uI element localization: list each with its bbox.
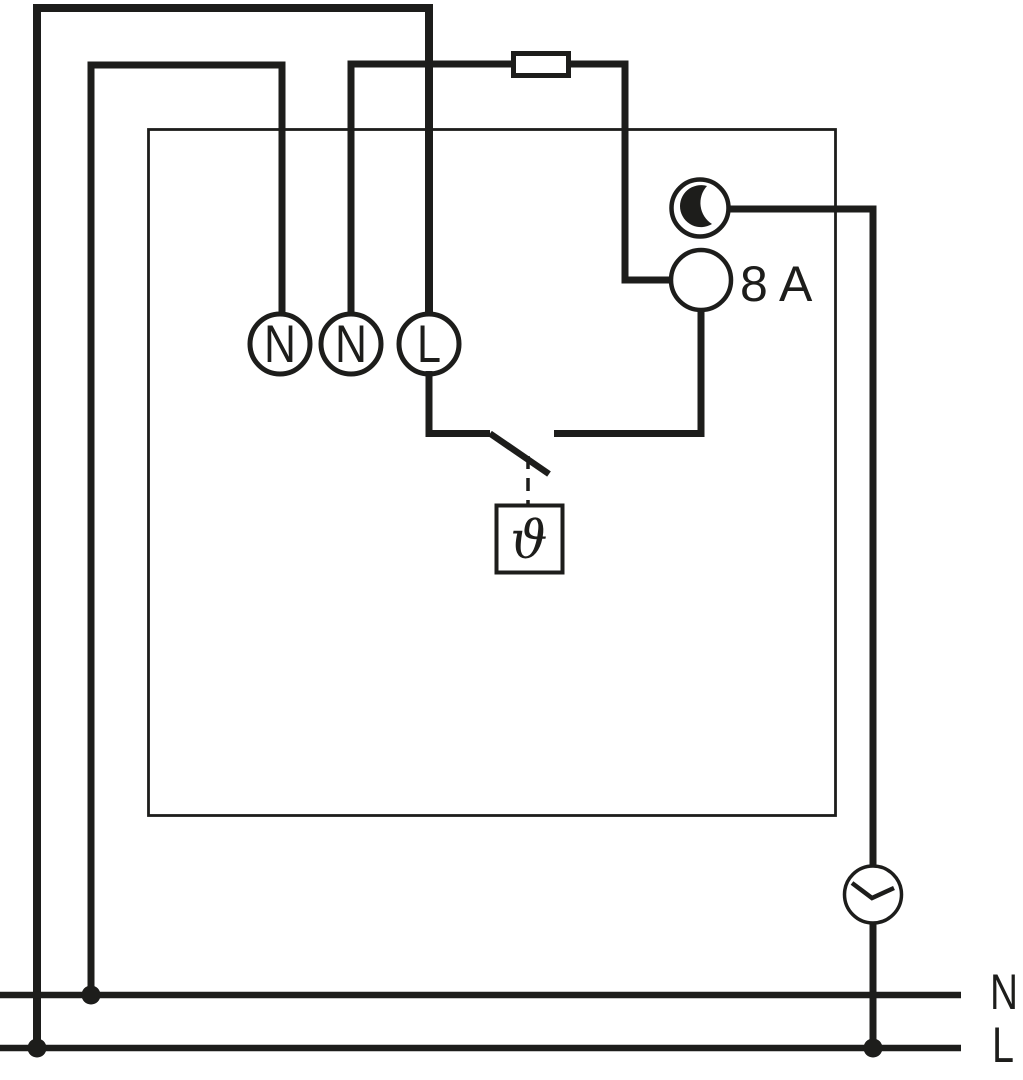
device-outline [147,128,837,817]
neutral-supply-wire [87,61,286,995]
terminal-n2-circle [318,311,384,377]
timer-signal-wire-upper [728,205,877,866]
line-supply-wire [33,4,433,1048]
moon-icon [669,177,731,239]
load-circuit-wire [347,60,671,314]
switch-right-contact-wire [554,311,705,437]
clock-hands [850,881,895,901]
moon-crescent [679,185,712,228]
theta-symbol: ϑ [510,511,547,571]
terminal-l-label: L [417,315,441,374]
line-bus-label: L [992,1017,1014,1073]
switch-blade [488,430,551,477]
terminal-n1-label: N [264,315,296,374]
terminal-n2-label: N [335,315,367,374]
relay-rating-label: 8 A [740,256,813,312]
thermostat-switch-icon: ϑ [494,503,565,575]
junction-dot-line-left [27,1038,47,1058]
junction-dot-line-right [863,1038,883,1058]
clock-circle [842,864,904,925]
switch-left-contact-wire [425,371,490,437]
terminal-n1-circle [247,311,313,377]
terminal-l: L [396,311,462,377]
terminal-n1: N [247,311,313,377]
relay-contact-circle [668,247,734,313]
terminal-n2: N [318,311,384,377]
relay-contact: 8 A [668,247,813,313]
thermostat-box [494,503,565,575]
junction-dot-neutral [81,985,101,1005]
clock-icon [842,864,904,925]
neutral-bus-label: N [990,964,1018,1020]
load-resistor-icon [511,51,571,78]
